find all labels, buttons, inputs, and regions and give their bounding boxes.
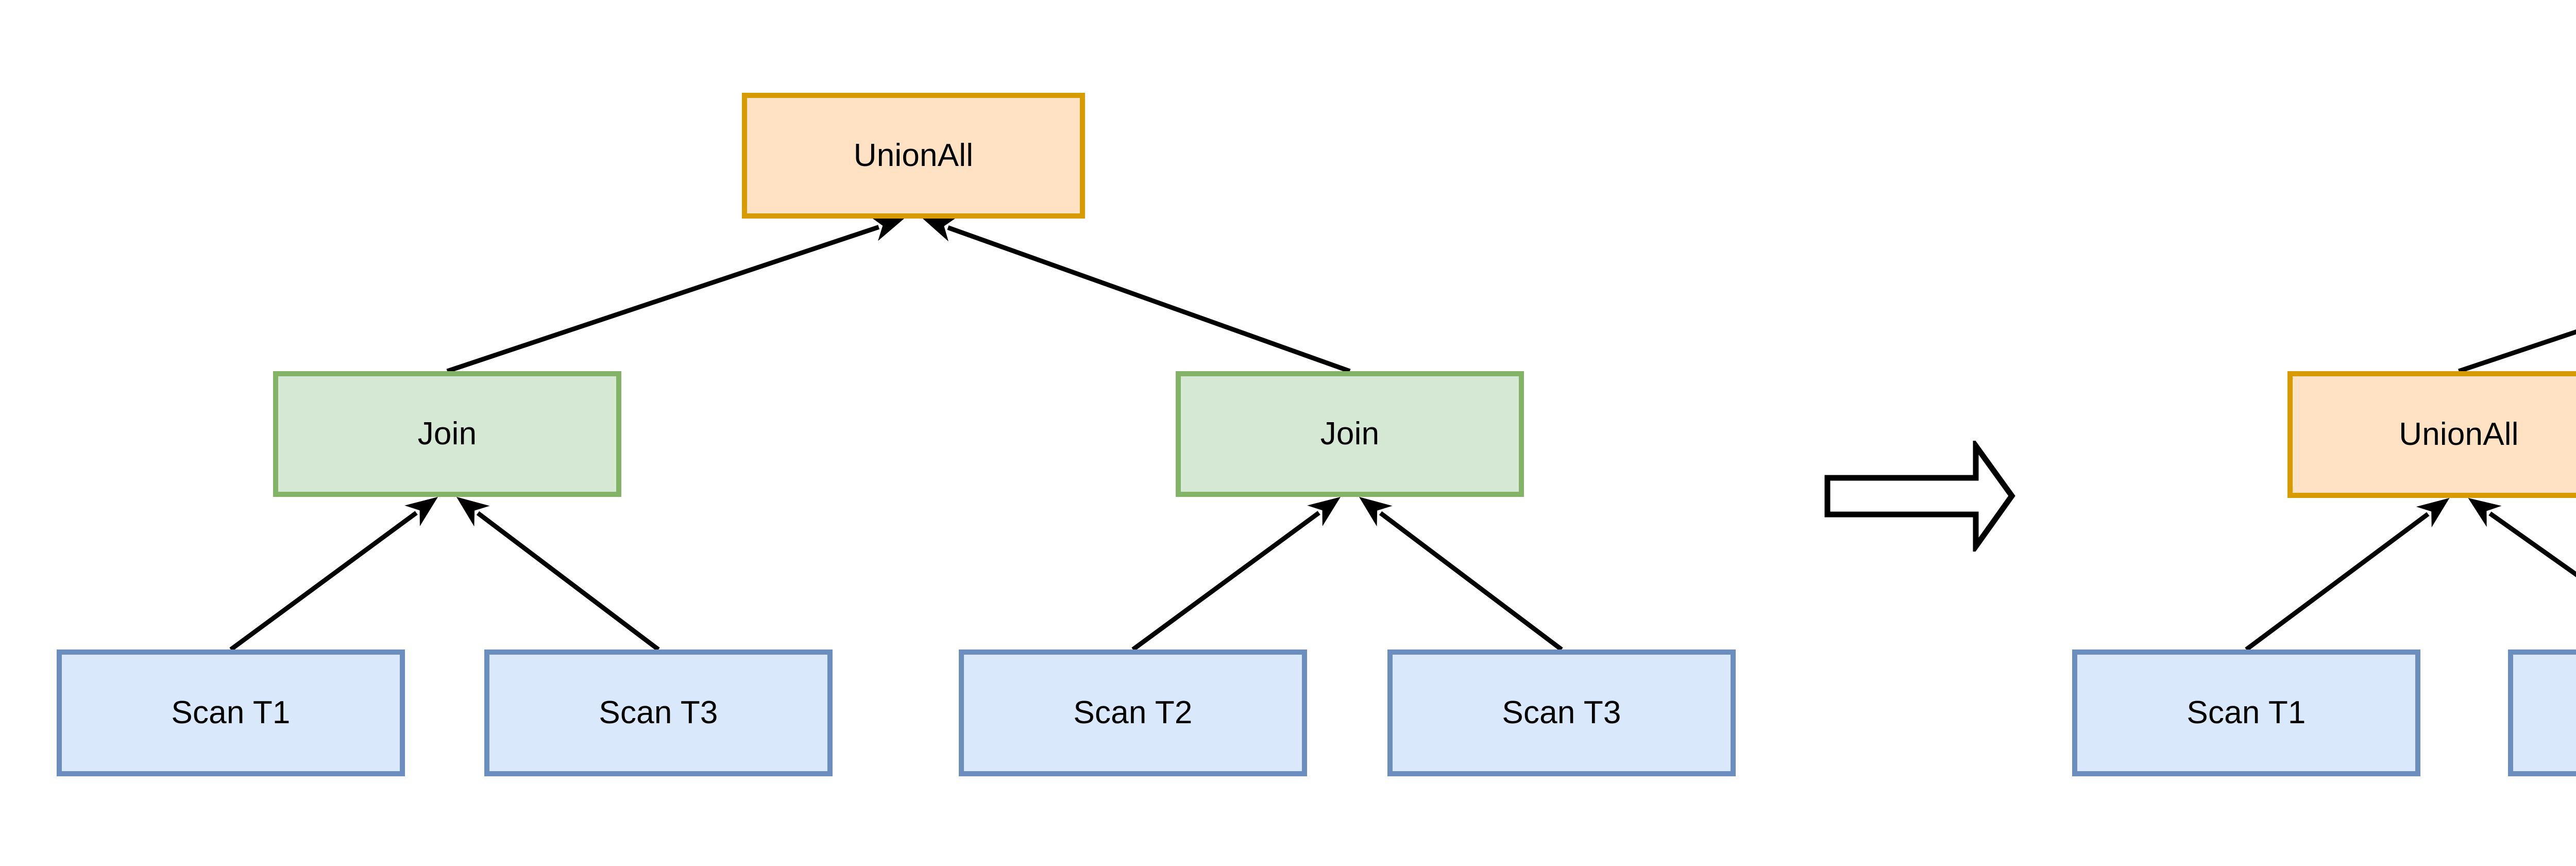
plan-edge-arrowhead xyxy=(2468,498,2502,527)
plan-edge-r-scan-t1-to-r-union xyxy=(2245,512,2430,652)
plan-edge-l-scan-t1-to-l-join-1 xyxy=(229,511,418,652)
plan-node-l-scan-t3b[interactable]: Scan T3 xyxy=(1387,649,1736,776)
plan-node-l-scan-t3a[interactable]: Scan T3 xyxy=(484,649,833,776)
plan-edge-arrowhead xyxy=(923,217,957,242)
plan-edge-arrowhead xyxy=(404,497,438,526)
plan-node-r-scan-t2[interactable]: Scan T2 xyxy=(2508,649,2576,776)
plan-node-label: Scan T1 xyxy=(171,695,291,730)
plan-node-label: Join xyxy=(1320,416,1380,452)
plan-node-label: Scan T2 xyxy=(1073,695,1193,730)
plan-node-l-union[interactable]: UnionAll xyxy=(742,93,1085,219)
plan-edge-l-scan-t3b-to-l-join-2 xyxy=(1379,511,1563,652)
plan-edge-r-scan-t2-to-r-union xyxy=(2488,511,2576,577)
plan-edge-arrowhead xyxy=(870,216,904,241)
plan-node-label: UnionAll xyxy=(2399,417,2519,452)
plan-node-r-scan-t1[interactable]: Scan T1 xyxy=(2072,649,2420,776)
plan-node-l-join-2[interactable]: Join xyxy=(1176,371,1524,497)
plan-edge-arrowhead xyxy=(456,497,490,527)
plan-edge-l-scan-t2-to-l-join-2 xyxy=(1131,511,1320,652)
transform-arrow-icon xyxy=(1824,441,2015,552)
plan-node-label: Scan T3 xyxy=(1502,695,1621,730)
plan-edge-arrowhead xyxy=(2416,498,2450,528)
plan-edge-l-scan-t3a-to-l-join-1 xyxy=(476,511,660,652)
plan-node-label: Scan T1 xyxy=(2187,695,2306,730)
plan-edge-l-join-1-to-l-union xyxy=(446,225,880,374)
plan-node-r-union[interactable]: UnionAll xyxy=(2287,371,2576,498)
plan-node-label: Scan T3 xyxy=(599,695,718,730)
plan-node-label: UnionAll xyxy=(853,138,974,173)
plan-edge-arrowhead xyxy=(1307,497,1341,526)
plan-node-label: Join xyxy=(417,416,477,452)
plan-edge-r-union-to-r-join xyxy=(2458,329,2576,374)
plan-node-l-scan-t1[interactable]: Scan T1 xyxy=(57,649,405,776)
plan-edge-l-join-2-to-l-union xyxy=(947,225,1351,374)
plan-edge-arrowhead xyxy=(1359,497,1393,527)
plan-node-l-join-1[interactable]: Join xyxy=(273,371,621,497)
plan-node-l-scan-t2[interactable]: Scan T2 xyxy=(959,649,1307,776)
